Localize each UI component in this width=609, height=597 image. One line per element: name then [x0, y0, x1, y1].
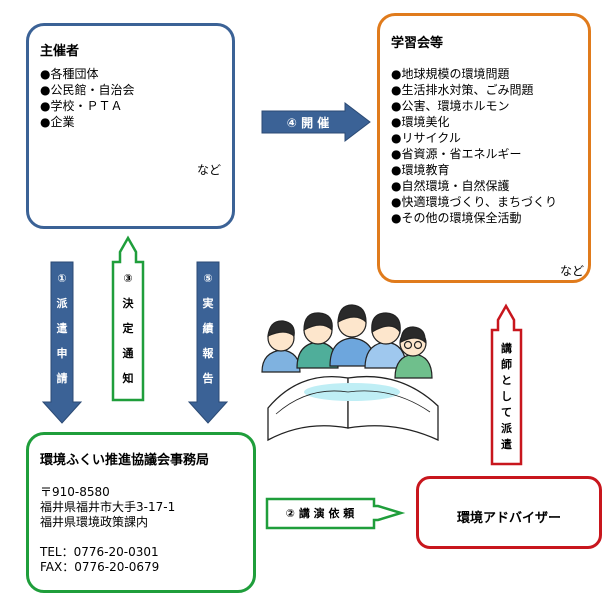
hold-arrow: [261, 101, 371, 143]
lecture-request-label: ② 講 演 依 頼: [285, 507, 355, 520]
advisor-box: 環境アドバイザー: [416, 476, 602, 549]
study-box: 学習会等 ●地球規模の環境問題 ●生活排水対策、ごみ問題 ●公害、環境ホルモン …: [377, 13, 591, 283]
list-item: ●環境美化: [391, 115, 450, 129]
list-item: ●各種団体: [40, 67, 99, 81]
postal-code: 〒910-8580: [40, 485, 110, 499]
list-item: ●企業: [40, 115, 75, 129]
address-line: 福井県環境政策課内: [40, 515, 149, 529]
report-arrow: [187, 261, 229, 424]
hold-label: ④ 開 催: [286, 116, 330, 130]
list-item: ●リサイクル: [391, 131, 461, 145]
book-icon: [267, 375, 439, 442]
list-item: ●生活排水対策、ごみ問題: [391, 83, 534, 97]
decision-label: ③ 決 定 通 知: [122, 272, 134, 385]
office-title: 環境ふくい推進協議会事務局: [40, 453, 210, 468]
dispatch-request-label: ① 派 遣 申 請: [56, 272, 68, 385]
report-label: ⑤ 実 績 報 告: [202, 272, 214, 385]
person-icon: [329, 304, 376, 367]
fax: FAX：0776-20-0679: [40, 560, 160, 574]
advisor-title: 環境アドバイザー: [456, 511, 561, 526]
tel: TEL：0776-20-0301: [40, 545, 159, 559]
lecturer-dispatch-arrow: [490, 303, 523, 466]
lecture-request-arrow: [265, 497, 406, 530]
study-list: ●地球規模の環境問題 ●生活排水対策、ごみ問題 ●公害、環境ホルモン ●環境美化…: [391, 66, 557, 226]
organizer-etc: など: [197, 163, 222, 177]
list-item: ●環境教育: [391, 163, 450, 177]
office-box: 環境ふくい推進協議会事務局 〒910-8580 福井県福井市大手3-17-1 福…: [26, 432, 256, 593]
office-contact: TEL：0776-20-0301 FAX：0776-20-0679: [40, 545, 159, 575]
study-title: 学習会等: [391, 36, 444, 51]
organizer-box: 主催者 ●各種団体 ●公民館・自治会 ●学校・ＰＴＡ ●企業 など: [26, 23, 235, 229]
list-item: ●学校・ＰＴＡ: [40, 99, 123, 113]
list-item: ●自然環境・自然保護: [391, 179, 510, 193]
list-item: ●その他の環境保全活動: [391, 211, 522, 225]
list-item: ●快適環境づくり、まちづくり: [391, 195, 557, 209]
address-line: 福井県福井市大手3-17-1: [40, 500, 176, 514]
decision-arrow: [111, 235, 145, 402]
dispatch-request-arrow: [41, 261, 83, 424]
list-item: ●公害、環境ホルモン: [391, 99, 510, 113]
list-item: ●省資源・省エネルギー: [391, 147, 522, 161]
person-icon: [261, 320, 301, 373]
person-icon: [296, 312, 339, 369]
list-item: ●地球規模の環境問題: [391, 67, 510, 81]
lecturer-dispatch-label: 講 師 と し て 派 遣: [501, 342, 512, 451]
organizer-title: 主催者: [40, 44, 80, 59]
person-icon: [364, 312, 407, 369]
office-address: 〒910-8580 福井県福井市大手3-17-1 福井県環境政策課内: [40, 485, 175, 530]
person-icon: [394, 326, 433, 379]
list-item: ●公民館・自治会: [40, 83, 135, 97]
study-etc: など: [560, 264, 585, 278]
organizer-list: ●各種団体 ●公民館・自治会 ●学校・ＰＴＡ ●企業: [40, 66, 134, 130]
